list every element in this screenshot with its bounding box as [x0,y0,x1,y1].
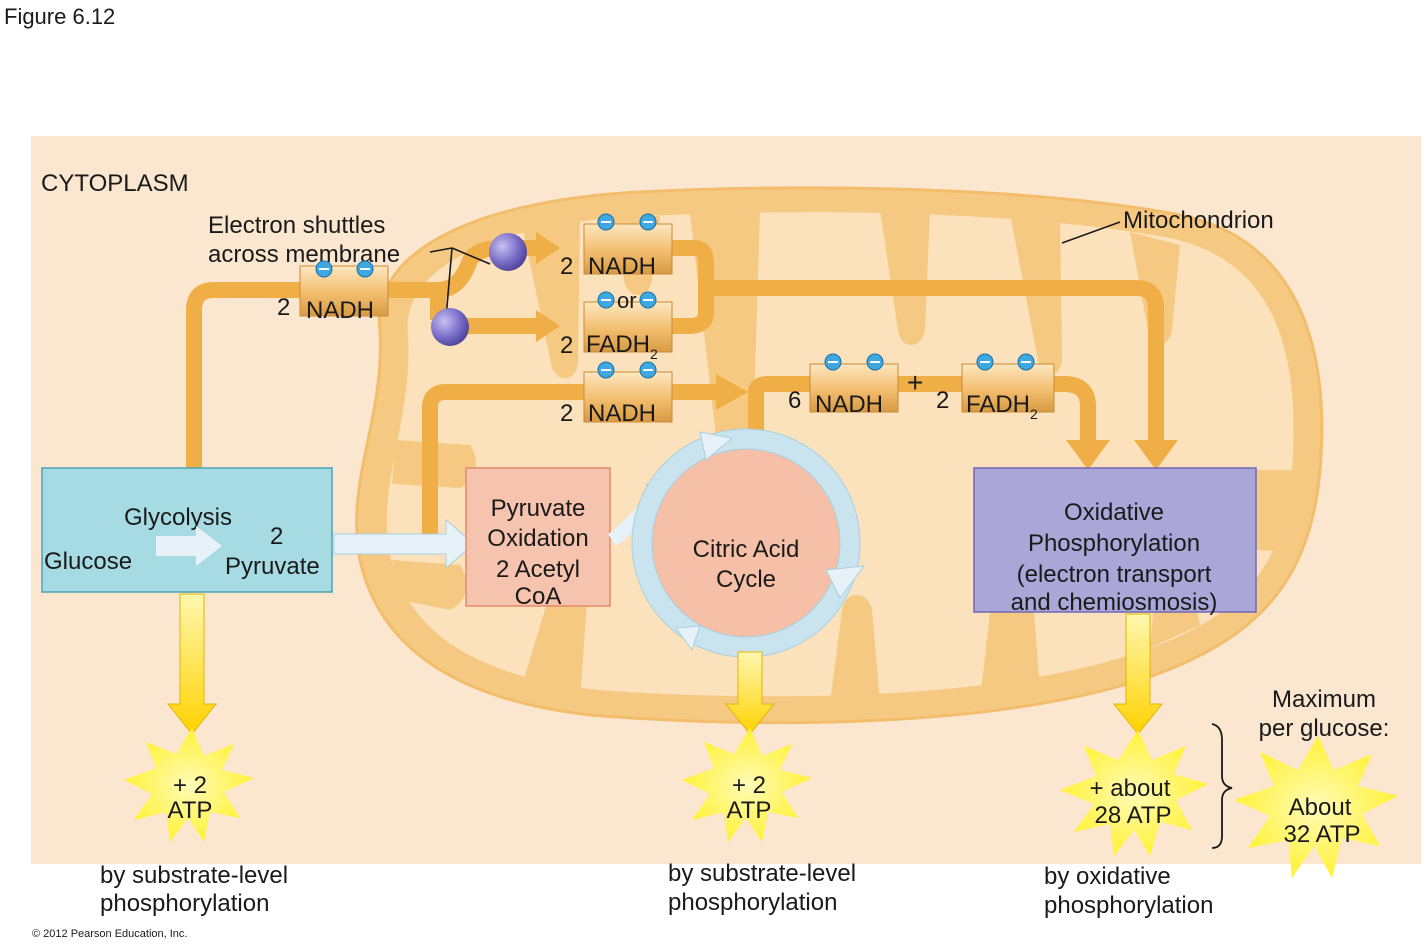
total-bracket [1211,723,1233,849]
pyruvate-nadh-path [422,384,720,540]
plus-label: + [907,367,923,398]
shuttle-fadh-count: 2 [560,332,573,359]
caption-citric-line1: by substrate-level [668,860,856,887]
shuttle-fadh-subscript: 2 [650,346,658,362]
atp-arrow-glycolysis [166,593,218,735]
atp-arrows [166,593,1164,735]
atp-citric-line2: ATP [727,797,772,824]
glycolysis-input: Glucose [44,548,132,575]
pathway-arrowheads [536,232,1178,470]
cytoplasm-label: CYTOPLASM [41,170,189,197]
atp-total-line1: About [1289,794,1352,821]
caption-oxidative-line2: phosphorylation [1044,892,1213,919]
shuttle-nadh-count: 2 [560,253,573,280]
atp-glycolysis-line1: + 2 [173,772,207,799]
carrier-glycolysis-nadh [299,260,389,317]
atp-oxidative-line1: + about [1090,775,1171,802]
caption-oxidative-line1: by oxidative [1044,863,1171,890]
pyruvate-ox-line4: CoA [515,583,562,610]
carrier-shuttle-fadh [583,291,673,353]
oxphos-line3: (electron transport [1017,561,1212,588]
shuttle-fadh-base: FADH [586,331,650,358]
glycolysis-box [41,467,333,593]
shuttle-label-line1: Electron shuttles [208,212,385,239]
carrier-cycle-fadh [961,353,1055,413]
atp-oxidative-line2: 28 ATP [1095,802,1172,829]
citric-label-line2: Cycle [716,566,776,593]
burst-shape [1234,736,1398,878]
carrier-pyruvate-nadh [583,361,673,423]
pyruvate-ox-line2: Oxidation [487,525,588,552]
cycle-arrowhead-top [699,431,734,461]
oxphos-line2: Phosphorylation [1028,530,1200,557]
carrier-cycle-nadh [809,353,899,413]
burst-shape [682,728,812,842]
cycle-fadh-base: FADH [966,391,1030,418]
atp-burst-glycolysis [124,728,254,842]
pyruvate-ox-line3: 2 Acetyl [496,556,580,583]
shuttle-sphere-lower [431,308,469,346]
mitochondrion-leader [1061,221,1121,244]
caption-glycolysis-line1: by substrate-level [100,862,288,889]
atp-glycolysis-line2: ATP [168,797,213,824]
atp-burst-total [1234,736,1398,878]
cycle-nadh-count: 6 [788,387,801,414]
cristae [392,210,1292,703]
shuttle-sphere-upper [489,233,527,271]
shuttle-nadh-name: NADH [588,253,656,280]
glycolysis-output-count: 2 [270,523,283,550]
atp-arrow-citric [724,651,776,735]
oxphos-line1: Oxidative [1064,499,1164,526]
atp-total-line2: 32 ATP [1284,821,1361,848]
oxphos-line4: and chemiosmosis) [1011,589,1218,616]
citric-core [651,448,841,638]
citric-ring [632,429,860,657]
atp-citric-line1: + 2 [732,772,766,799]
cycle-arrowhead-bottom [675,625,701,652]
cycle-arrowhead-right [825,565,866,599]
carrier-shuttle-nadh [583,213,673,275]
glycolysis-nadh-name: NADH [306,297,374,324]
caption-glycolysis-line2: phosphorylation [100,890,269,917]
burst-shape [1060,730,1208,856]
glycolysis-arrow [156,526,222,566]
cycle-nadh-name: NADH [815,391,883,418]
atp-arrow-oxidative [1112,613,1164,735]
maximum-line1: Maximum [1272,686,1376,713]
caption-citric-line2: phosphorylation [668,889,837,916]
maximum-line2: per glucose: [1259,715,1390,742]
pyruvate-transfer-arrow [333,518,475,570]
citric-nadh-path [748,376,1096,440]
glycolysis-nadh-path [186,282,446,468]
burst-shape [124,728,254,842]
cycle-fadh-count: 2 [936,387,949,414]
cycle-fadh-subscript: 2 [1030,406,1038,422]
pyruvate-oxidation-box [465,467,611,607]
glycolysis-nadh-count: 2 [277,294,290,321]
oxidative-phosphorylation-box [973,467,1257,613]
pyruvate-ox-line1: Pyruvate [491,495,586,522]
figure-label: Figure 6.12 [4,4,115,29]
atp-burst-oxidative [1060,730,1208,856]
mitochondrion-label: Mitochondrion [1123,207,1274,234]
cycle-fadh-name: FADH2 [966,391,1038,422]
copyright-notice: © 2012 Pearson Education, Inc. [32,928,187,940]
or-label: or [617,288,637,313]
electron-shuttles [429,233,527,346]
glycolysis-output: Pyruvate [225,553,320,580]
pyruvate-nadh-name: NADH [588,400,656,427]
pyruvate-nadh-count: 2 [560,400,573,427]
glycolysis-title: Glycolysis [124,504,232,531]
atp-burst-citric [682,728,812,842]
shuttle-fadh-name: FADH2 [586,331,658,362]
citric-label-line1: Citric Acid [693,536,800,563]
shuttle-main-path [706,280,1164,440]
